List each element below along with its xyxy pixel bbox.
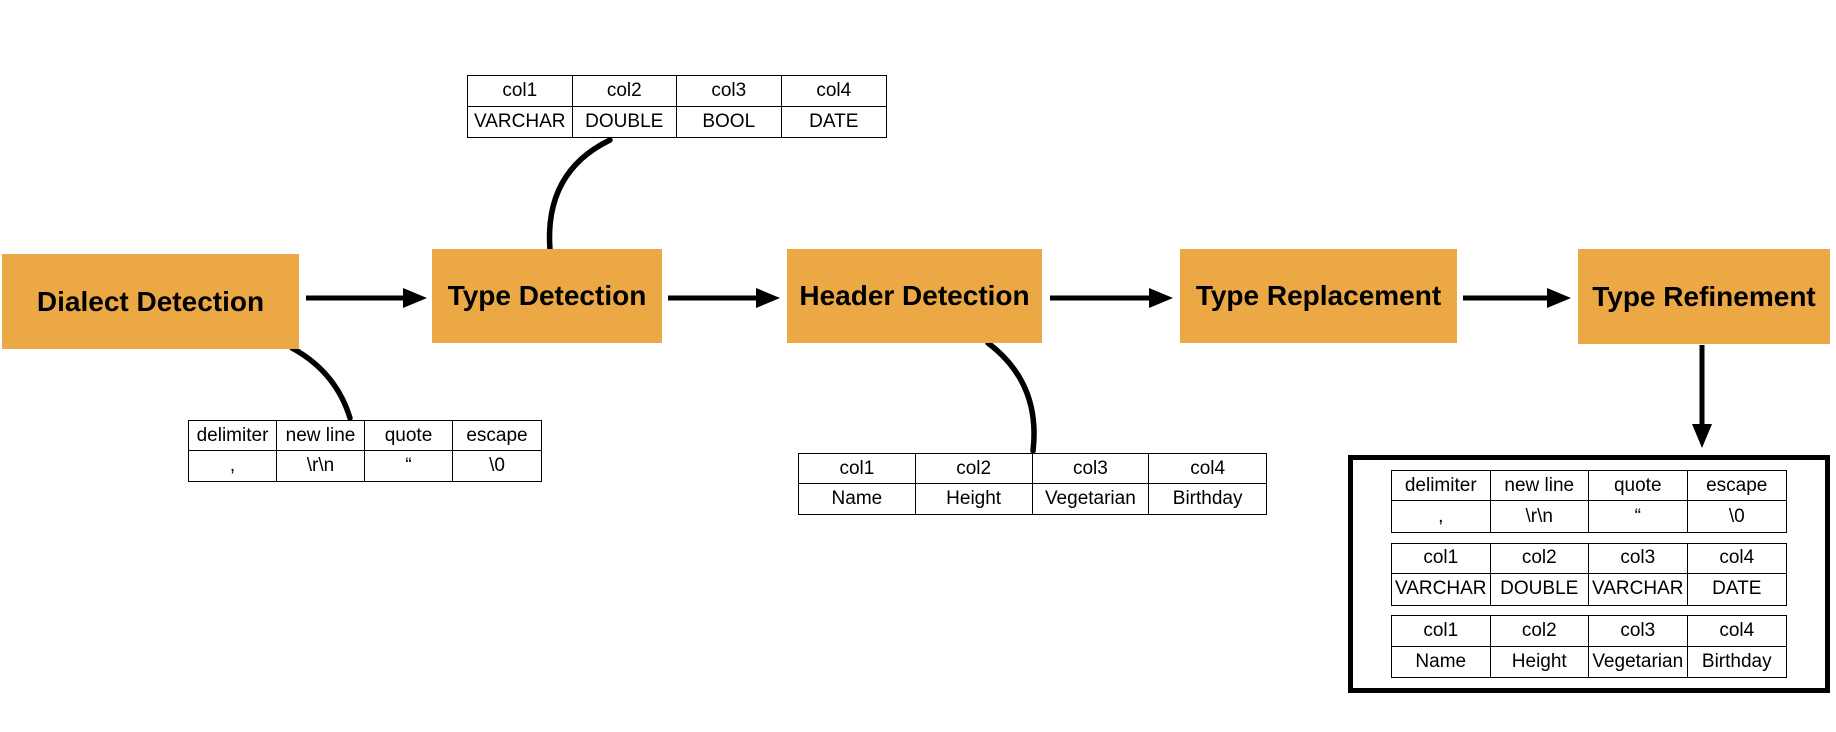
value-cell: \r\n (1491, 501, 1589, 532)
stage-label: Type Replacement (1195, 280, 1442, 311)
table-value-row: , \r\n “ \0 (189, 451, 541, 481)
value-cell: “ (365, 451, 453, 481)
table-value-row: Name Height Vegetarian Birthday (1392, 646, 1786, 678)
table-value-row: VARCHAR DOUBLE VARCHAR DATE (1392, 574, 1786, 605)
header-cell: col1 (468, 76, 573, 107)
result-dialect-table: delimiter new line quote escape , \r\n “… (1391, 469, 1787, 533)
result-header-table: col1 col2 col3 col4 Name Height Vegetari… (1391, 615, 1787, 679)
header-cell: col3 (1589, 543, 1688, 574)
table-header-row: col1 col2 col3 col4 (468, 76, 886, 107)
value-cell: \0 (1728, 505, 1745, 527)
header-cell: quote (1589, 470, 1688, 502)
value-cell: , (189, 451, 277, 481)
header-cell: col3 (677, 76, 782, 107)
value-cell: DOUBLE (1491, 574, 1589, 605)
value-cell: Height (1491, 646, 1589, 678)
value-cell: DOUBLE (573, 106, 677, 137)
header-cell: escape (1687, 471, 1786, 502)
value-cell: Name (799, 484, 916, 514)
value-cell: Vegetarian (1589, 646, 1688, 678)
connector-typedetection-to-types-table (546, 137, 613, 253)
value-cell: Birthday (1172, 488, 1243, 509)
final-result-box: delimiter new line quote escape , \r\n “… (1348, 455, 1830, 693)
table-header-row: col1 col2 col3 col4 (1392, 543, 1786, 574)
header-cell: col1 (1392, 543, 1491, 574)
table-header-row: delimiter new line quote escape (189, 421, 541, 451)
value-cell: VARCHAR (468, 106, 573, 137)
header-cell: quote (365, 421, 453, 451)
header-cell: delimiter (1392, 470, 1491, 502)
table-value-row: Name Height Vegetarian Birthday (799, 484, 1266, 514)
stage-label: Type Detection (447, 280, 647, 311)
value-cell: \r\n (277, 451, 365, 481)
value-cell: VARCHAR (1392, 574, 1491, 605)
value-cell: DATE (809, 110, 859, 132)
header-cell: col2 (572, 76, 677, 107)
connector-dialect-to-dialect-table (289, 345, 353, 421)
header-cell: col4 (1687, 616, 1786, 647)
header-cell: col2 (1490, 616, 1589, 647)
header-cell: new line (277, 421, 365, 451)
stage-dialect-detection: Dialect Detection (2, 254, 299, 349)
value-cell: Birthday (1701, 651, 1772, 672)
value-cell: , (1392, 501, 1491, 532)
stage-header-detection: Header Detection (787, 249, 1042, 343)
value-cell: BOOL (677, 106, 782, 137)
value-cell: VARCHAR (1589, 574, 1688, 605)
table-header-row: delimiter new line quote escape (1392, 470, 1786, 502)
table-header-row: col1 col2 col3 col4 (799, 454, 1266, 484)
value-cell: “ (1589, 501, 1688, 532)
value-cell: Height (916, 484, 1033, 514)
header-cell: escape (453, 421, 541, 451)
header-cell: col3 (1589, 616, 1688, 647)
header-cell: col4 (1149, 454, 1266, 484)
table-header-row: col1 col2 col3 col4 (1392, 616, 1786, 647)
table-value-row: , \r\n “ \0 (1392, 501, 1786, 532)
stage-label: Header Detection (799, 280, 1030, 311)
value-cell: DATE (1712, 578, 1762, 600)
header-cell: col2 (915, 454, 1033, 484)
header-cell: col4 (781, 76, 886, 107)
header-cell: col3 (1032, 454, 1150, 484)
detected-header-table: col1 col2 col3 col4 Name Height Vegetari… (798, 453, 1267, 515)
connector-headerdetection-to-header-table (985, 340, 1037, 454)
header-cell: col2 (1490, 543, 1589, 574)
value-cell: \0 (489, 455, 505, 476)
table-value-row: VARCHAR DOUBLE BOOL DATE (468, 106, 886, 137)
header-cell: delimiter (189, 421, 277, 451)
header-cell: col1 (1392, 616, 1491, 647)
result-types-table: col1 col2 col3 col4 VARCHAR DOUBLE VARCH… (1391, 542, 1787, 606)
detected-types-table: col1 col2 col3 col4 VARCHAR DOUBLE BOOL … (467, 75, 887, 138)
stage-type-refinement: Type Refinement (1578, 249, 1830, 344)
value-cell: Vegetarian (1033, 484, 1150, 514)
header-cell: new line (1490, 470, 1589, 502)
stage-label: Dialect Detection (36, 285, 265, 317)
header-cell: col4 (1687, 544, 1786, 574)
detected-dialect-table: delimiter new line quote escape , \r\n “… (188, 420, 542, 482)
header-cell: col1 (799, 454, 916, 484)
stage-type-replacement: Type Replacement (1180, 249, 1457, 343)
stage-label: Type Refinement (1592, 280, 1816, 312)
value-cell: Name (1392, 646, 1491, 678)
stage-type-detection: Type Detection (432, 249, 662, 343)
